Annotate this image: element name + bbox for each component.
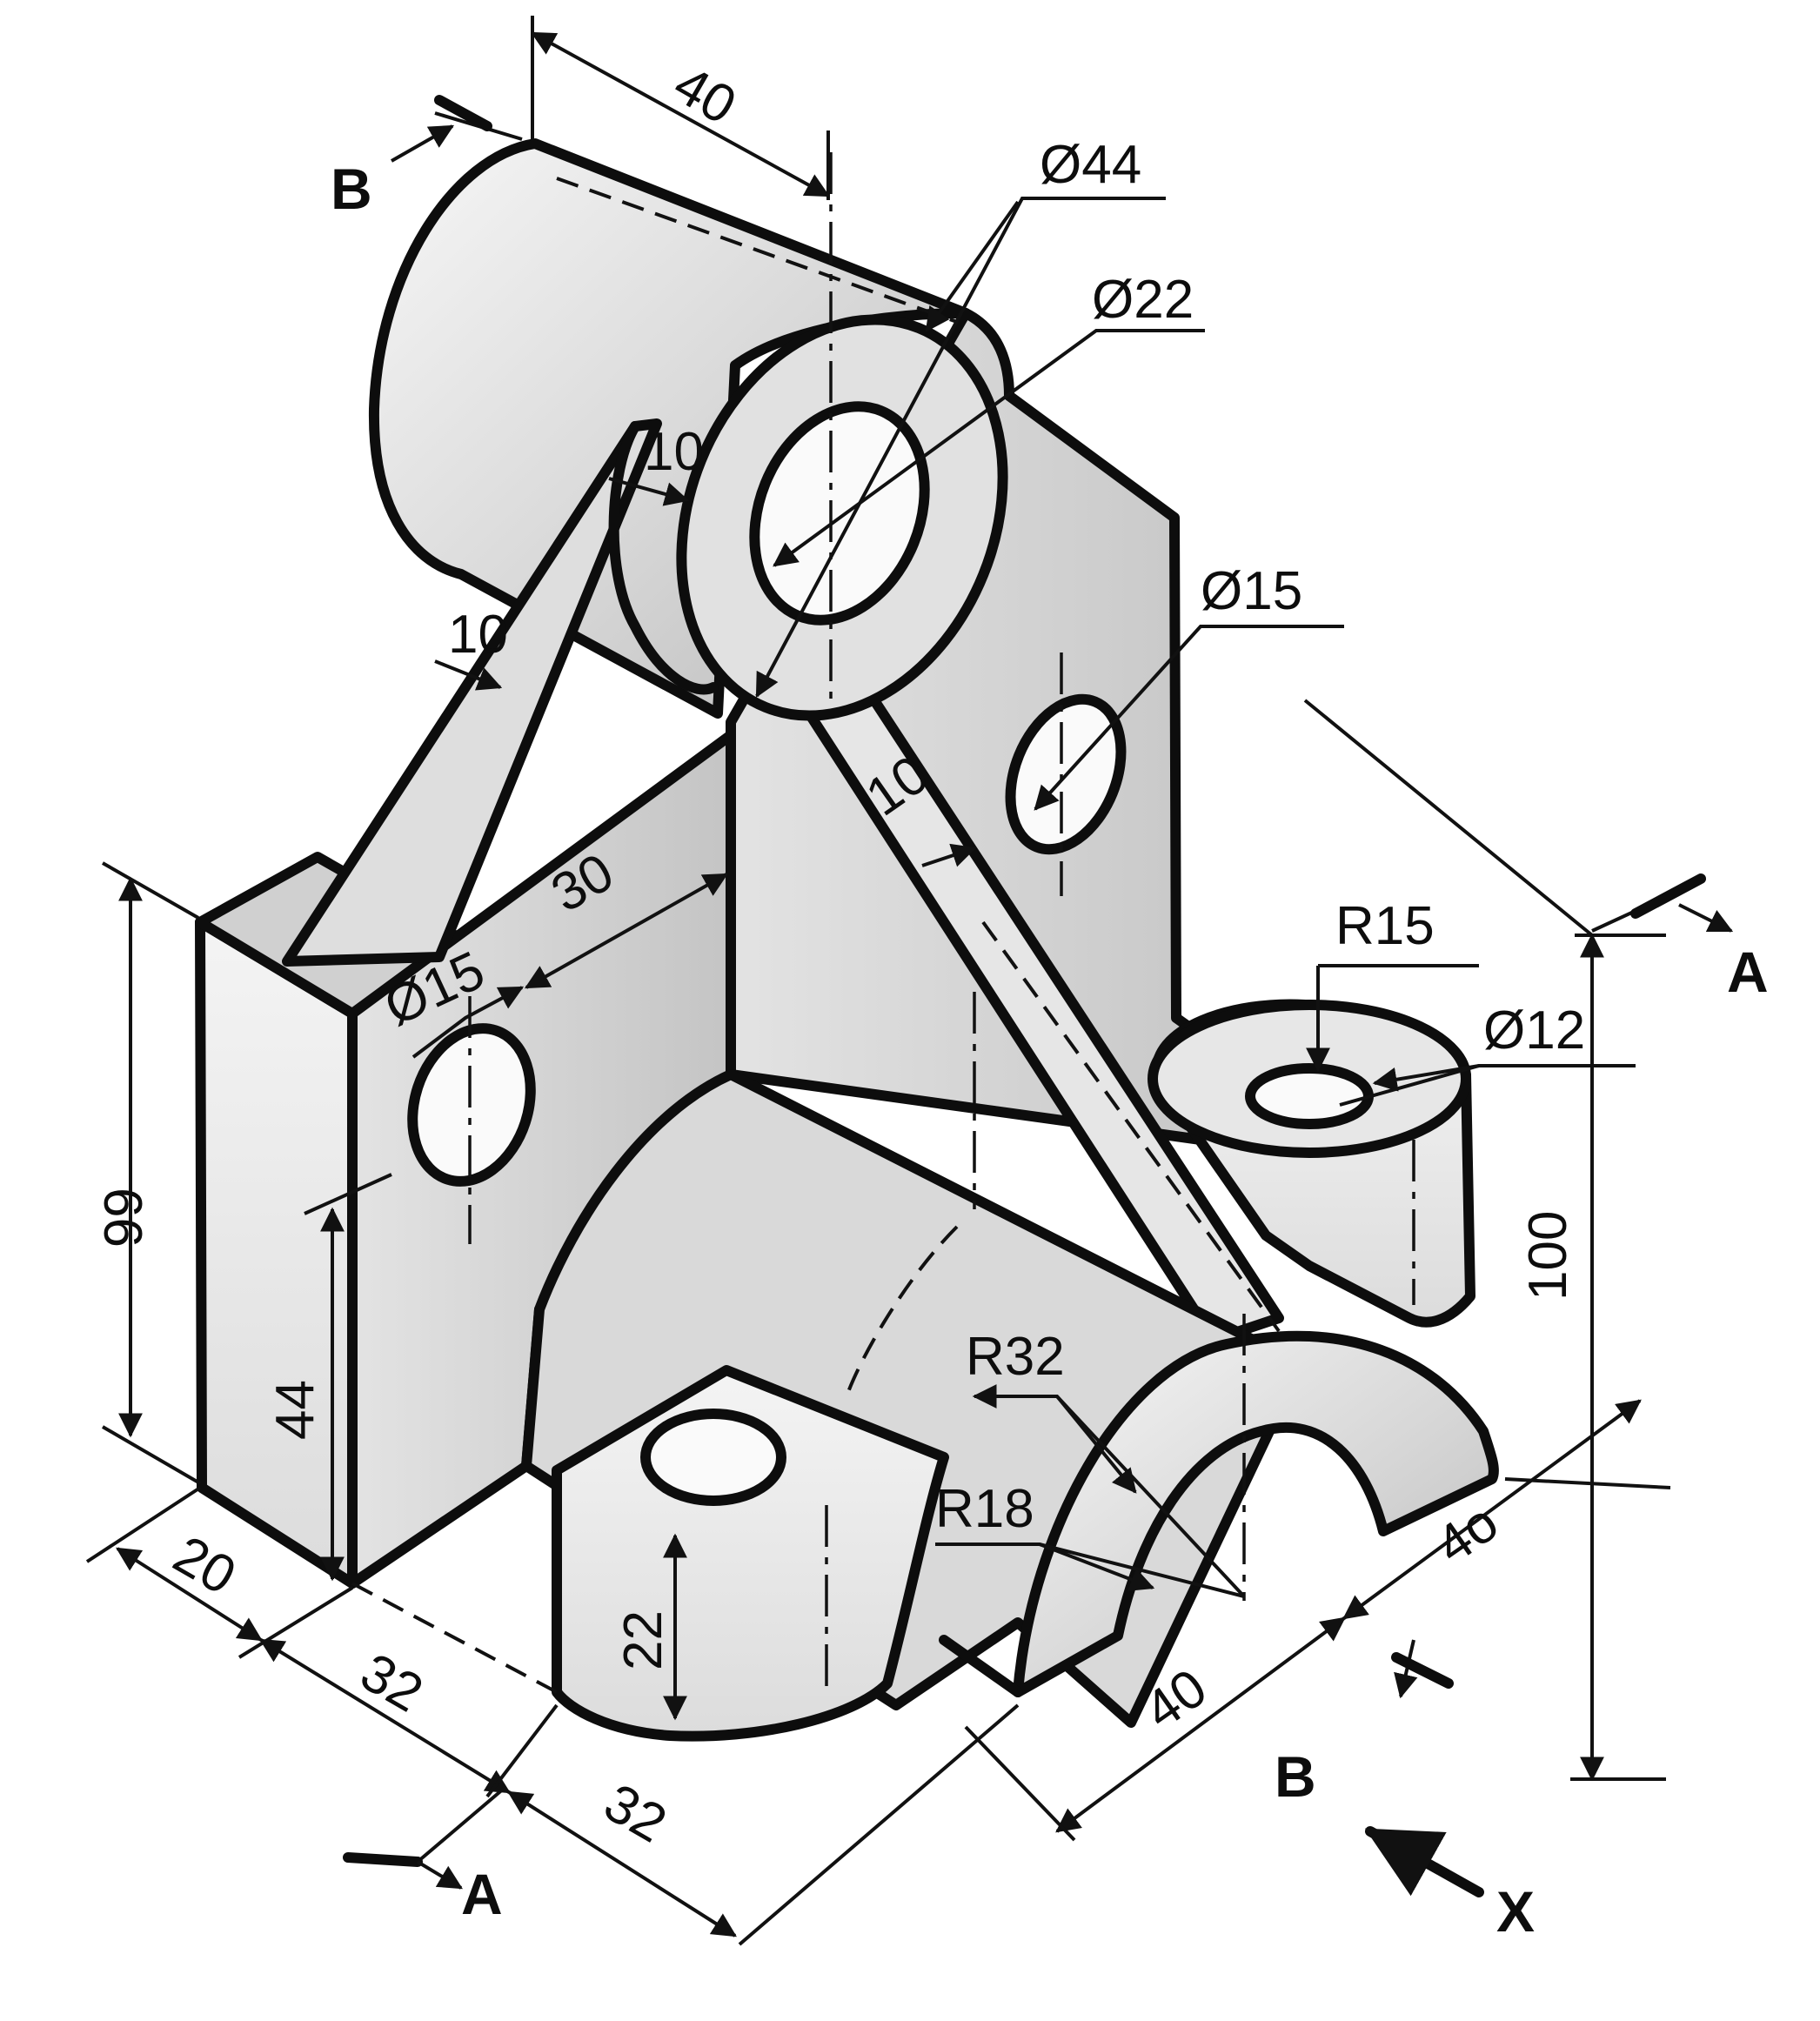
dim-dia-15-top: Ø15 [1201, 561, 1302, 621]
dim-base-32b: 32 [594, 1772, 676, 1854]
dim-rib-upper: 10 [644, 422, 704, 482]
rib-left [282, 418, 662, 967]
section-labels: B B A A X [331, 157, 1769, 1944]
dim-top-length: 40 [664, 54, 746, 136]
section-b-top: B [331, 157, 372, 221]
section-a-right: A [1727, 940, 1769, 1004]
right-boss-hole [1245, 1063, 1374, 1129]
section-b-bottom: B [1275, 1744, 1316, 1809]
dim-dia-44: Ø44 [1040, 135, 1141, 195]
dim-boss-22: 22 [613, 1610, 673, 1670]
section-a-bottom: A [461, 1862, 503, 1926]
dim-r32: R32 [966, 1327, 1065, 1387]
dim-base-32a: 32 [351, 1642, 432, 1723]
construction-lines [351, 152, 1415, 1696]
dim-base-20: 20 [164, 1524, 245, 1606]
part-shapes [195, 138, 1499, 1742]
dimension-lines [85, 16, 1734, 1946]
dim-height-100: 100 [1518, 1211, 1578, 1301]
cylinder-shadow-edge [608, 421, 719, 695]
dim-r15: R15 [1335, 896, 1435, 956]
dim-dia-22: Ø22 [1092, 270, 1194, 330]
left-plate-hole [407, 1023, 536, 1187]
dim-dia-12: Ø12 [1483, 1000, 1585, 1061]
dim-rib-left: 10 [448, 605, 508, 665]
dim-height-44: 44 [265, 1380, 325, 1440]
dim-r18: R18 [935, 1479, 1034, 1539]
small-boss-hole [640, 1409, 786, 1506]
dim-height-66: 66 [92, 1188, 152, 1248]
left-plate [195, 917, 358, 1589]
view-direction-x: X [1496, 1879, 1535, 1944]
arch-base [939, 1635, 1023, 1697]
